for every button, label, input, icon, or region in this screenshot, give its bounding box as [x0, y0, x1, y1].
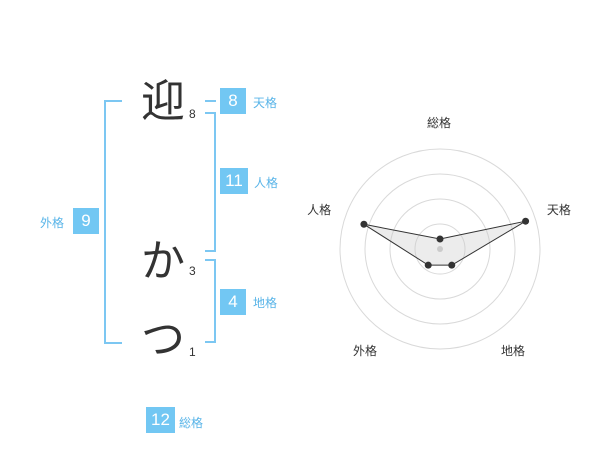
- radar-ring-4: [339, 148, 541, 350]
- radar-ring-1: [414, 223, 466, 275]
- gaikaku-label: 外格: [40, 216, 65, 230]
- radar-axis-label-1: 総格: [427, 116, 452, 130]
- name-char-2: か: [141, 236, 185, 287]
- radar-axis-label-4: 外格: [352, 343, 377, 358]
- soukaku-label: 総格: [179, 416, 204, 430]
- stroke-count-2: 3: [189, 264, 196, 278]
- radar-ring-3: [364, 173, 516, 325]
- chikaku-value-box: 4: [220, 289, 246, 315]
- radar-center: [437, 246, 443, 252]
- radar-ring-2: [389, 198, 491, 300]
- radar-axis-label-3: 地格: [501, 343, 526, 358]
- radar-point-1: [436, 235, 444, 243]
- radar-point-4: [424, 261, 432, 269]
- radar-axis-label-2: 天格: [546, 203, 571, 218]
- soukaku-value-box: 12: [146, 407, 175, 433]
- tenkaku-connector: [205, 100, 216, 102]
- name-char-3: つ: [141, 314, 185, 365]
- tenkaku-label: 天格: [253, 96, 278, 110]
- jinkaku-bracket: [205, 112, 216, 252]
- gaikaku-bracket: [104, 100, 122, 344]
- jinkaku-label: 人格: [254, 176, 279, 190]
- gaikaku-value-box: 9: [73, 208, 99, 234]
- radar-series-shape: [363, 220, 526, 266]
- radar-point-2: [522, 217, 530, 225]
- stroke-count-1: 8: [189, 107, 196, 121]
- chikaku-bracket: [205, 259, 216, 343]
- stroke-count-3: 1: [189, 345, 196, 359]
- radar-point-3: [448, 261, 456, 269]
- tenkaku-value-box: 8: [220, 88, 246, 114]
- radar-axis-label-5: 人格: [307, 203, 332, 218]
- radar-point-5: [360, 220, 368, 228]
- name-char-1: 迎: [141, 76, 185, 127]
- jinkaku-value-box: 11: [220, 168, 248, 194]
- chikaku-label: 地格: [253, 296, 278, 310]
